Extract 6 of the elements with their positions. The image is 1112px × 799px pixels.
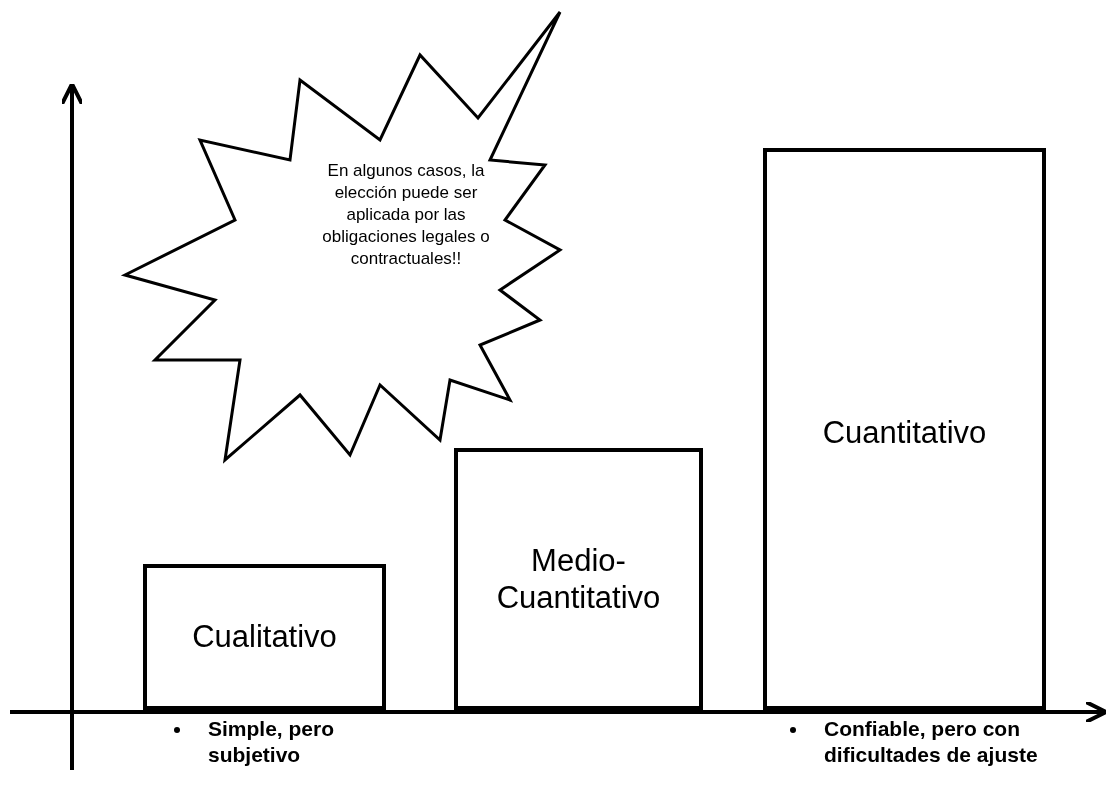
bar-box: Cuantitativo (763, 148, 1046, 710)
bar-box: Medio- Cuantitativo (454, 448, 703, 710)
bar-box: Cualitativo (143, 564, 386, 710)
callout-text: En algunos casos, la elección puede ser aplicada por las obligaciones legales o contractuales!! (321, 160, 491, 271)
bullet-text: Simple, pero subjetivo (208, 716, 336, 769)
bullet-text: Confiable, pero con dificultades de ajuste (824, 716, 1039, 769)
